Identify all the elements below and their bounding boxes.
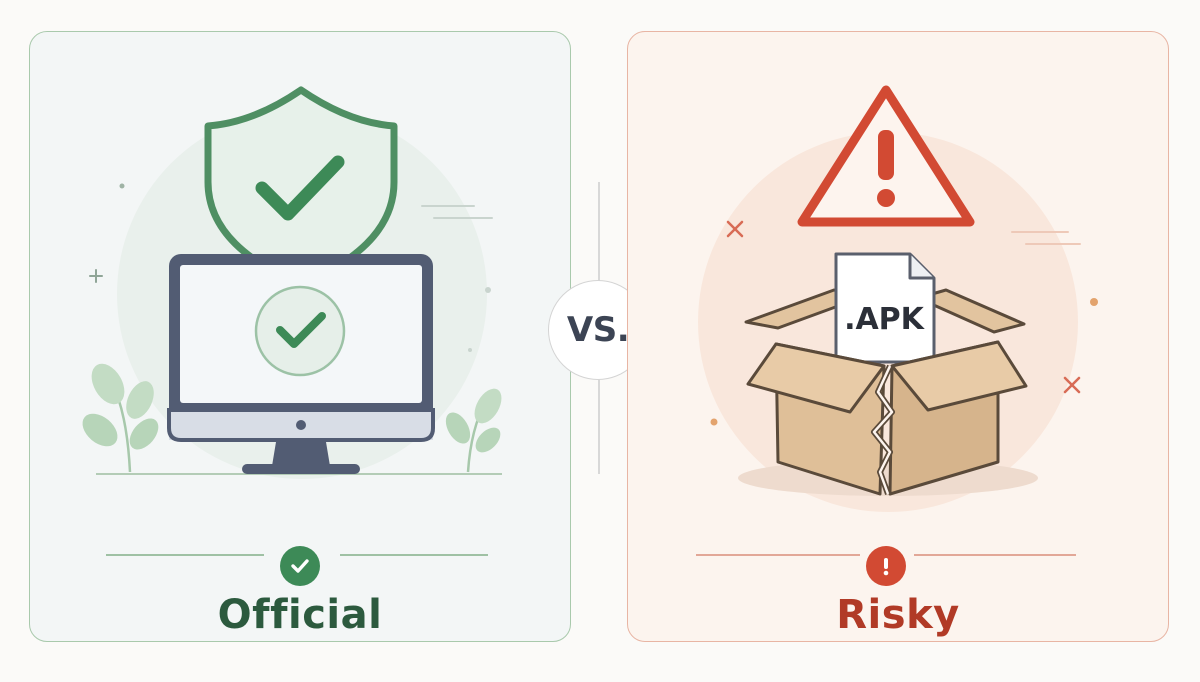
- divider-right: [914, 554, 1076, 556]
- apk-file-label: .APK: [844, 302, 924, 337]
- cross-mark-icon: [726, 220, 744, 238]
- sparkle-dot: [468, 348, 472, 352]
- check-icon: [291, 559, 309, 573]
- center-divider-bottom: [598, 380, 600, 474]
- divider-left: [106, 554, 264, 556]
- sparkle-dot: [710, 418, 718, 426]
- center-divider-top: [598, 182, 600, 282]
- risky-panel: .APK Risky: [627, 31, 1169, 642]
- leaf-plant-right-icon: [445, 388, 502, 473]
- broken-box-icon: [744, 288, 1026, 334]
- sparkle-plus-icon: [89, 269, 103, 283]
- sparkle-dot: [485, 287, 491, 293]
- divider-left: [696, 554, 860, 556]
- motion-lines: [421, 205, 493, 219]
- vs-label: VS.: [566, 310, 630, 350]
- official-label: Official: [217, 592, 383, 638]
- official-check-badge: [280, 546, 320, 586]
- official-panel: Official: [29, 31, 571, 642]
- sparkle-dot: [119, 183, 125, 189]
- leaf-plant-left-icon: [82, 363, 159, 473]
- exclamation-icon: [883, 558, 889, 576]
- screen-check-icon: [254, 285, 346, 377]
- apk-file-icon: [834, 252, 936, 364]
- motion-lines: [1011, 231, 1081, 245]
- warning-triangle-icon: [797, 85, 975, 227]
- cross-mark-icon: [1063, 376, 1081, 394]
- broken-box-front: [746, 340, 1028, 496]
- sparkle-dot: [1090, 298, 1098, 306]
- risky-illustration: [698, 85, 1098, 512]
- risky-alert-badge: [866, 546, 906, 586]
- risky-label: Risky: [836, 592, 960, 638]
- official-illustration: [82, 86, 502, 479]
- divider-right: [340, 554, 488, 556]
